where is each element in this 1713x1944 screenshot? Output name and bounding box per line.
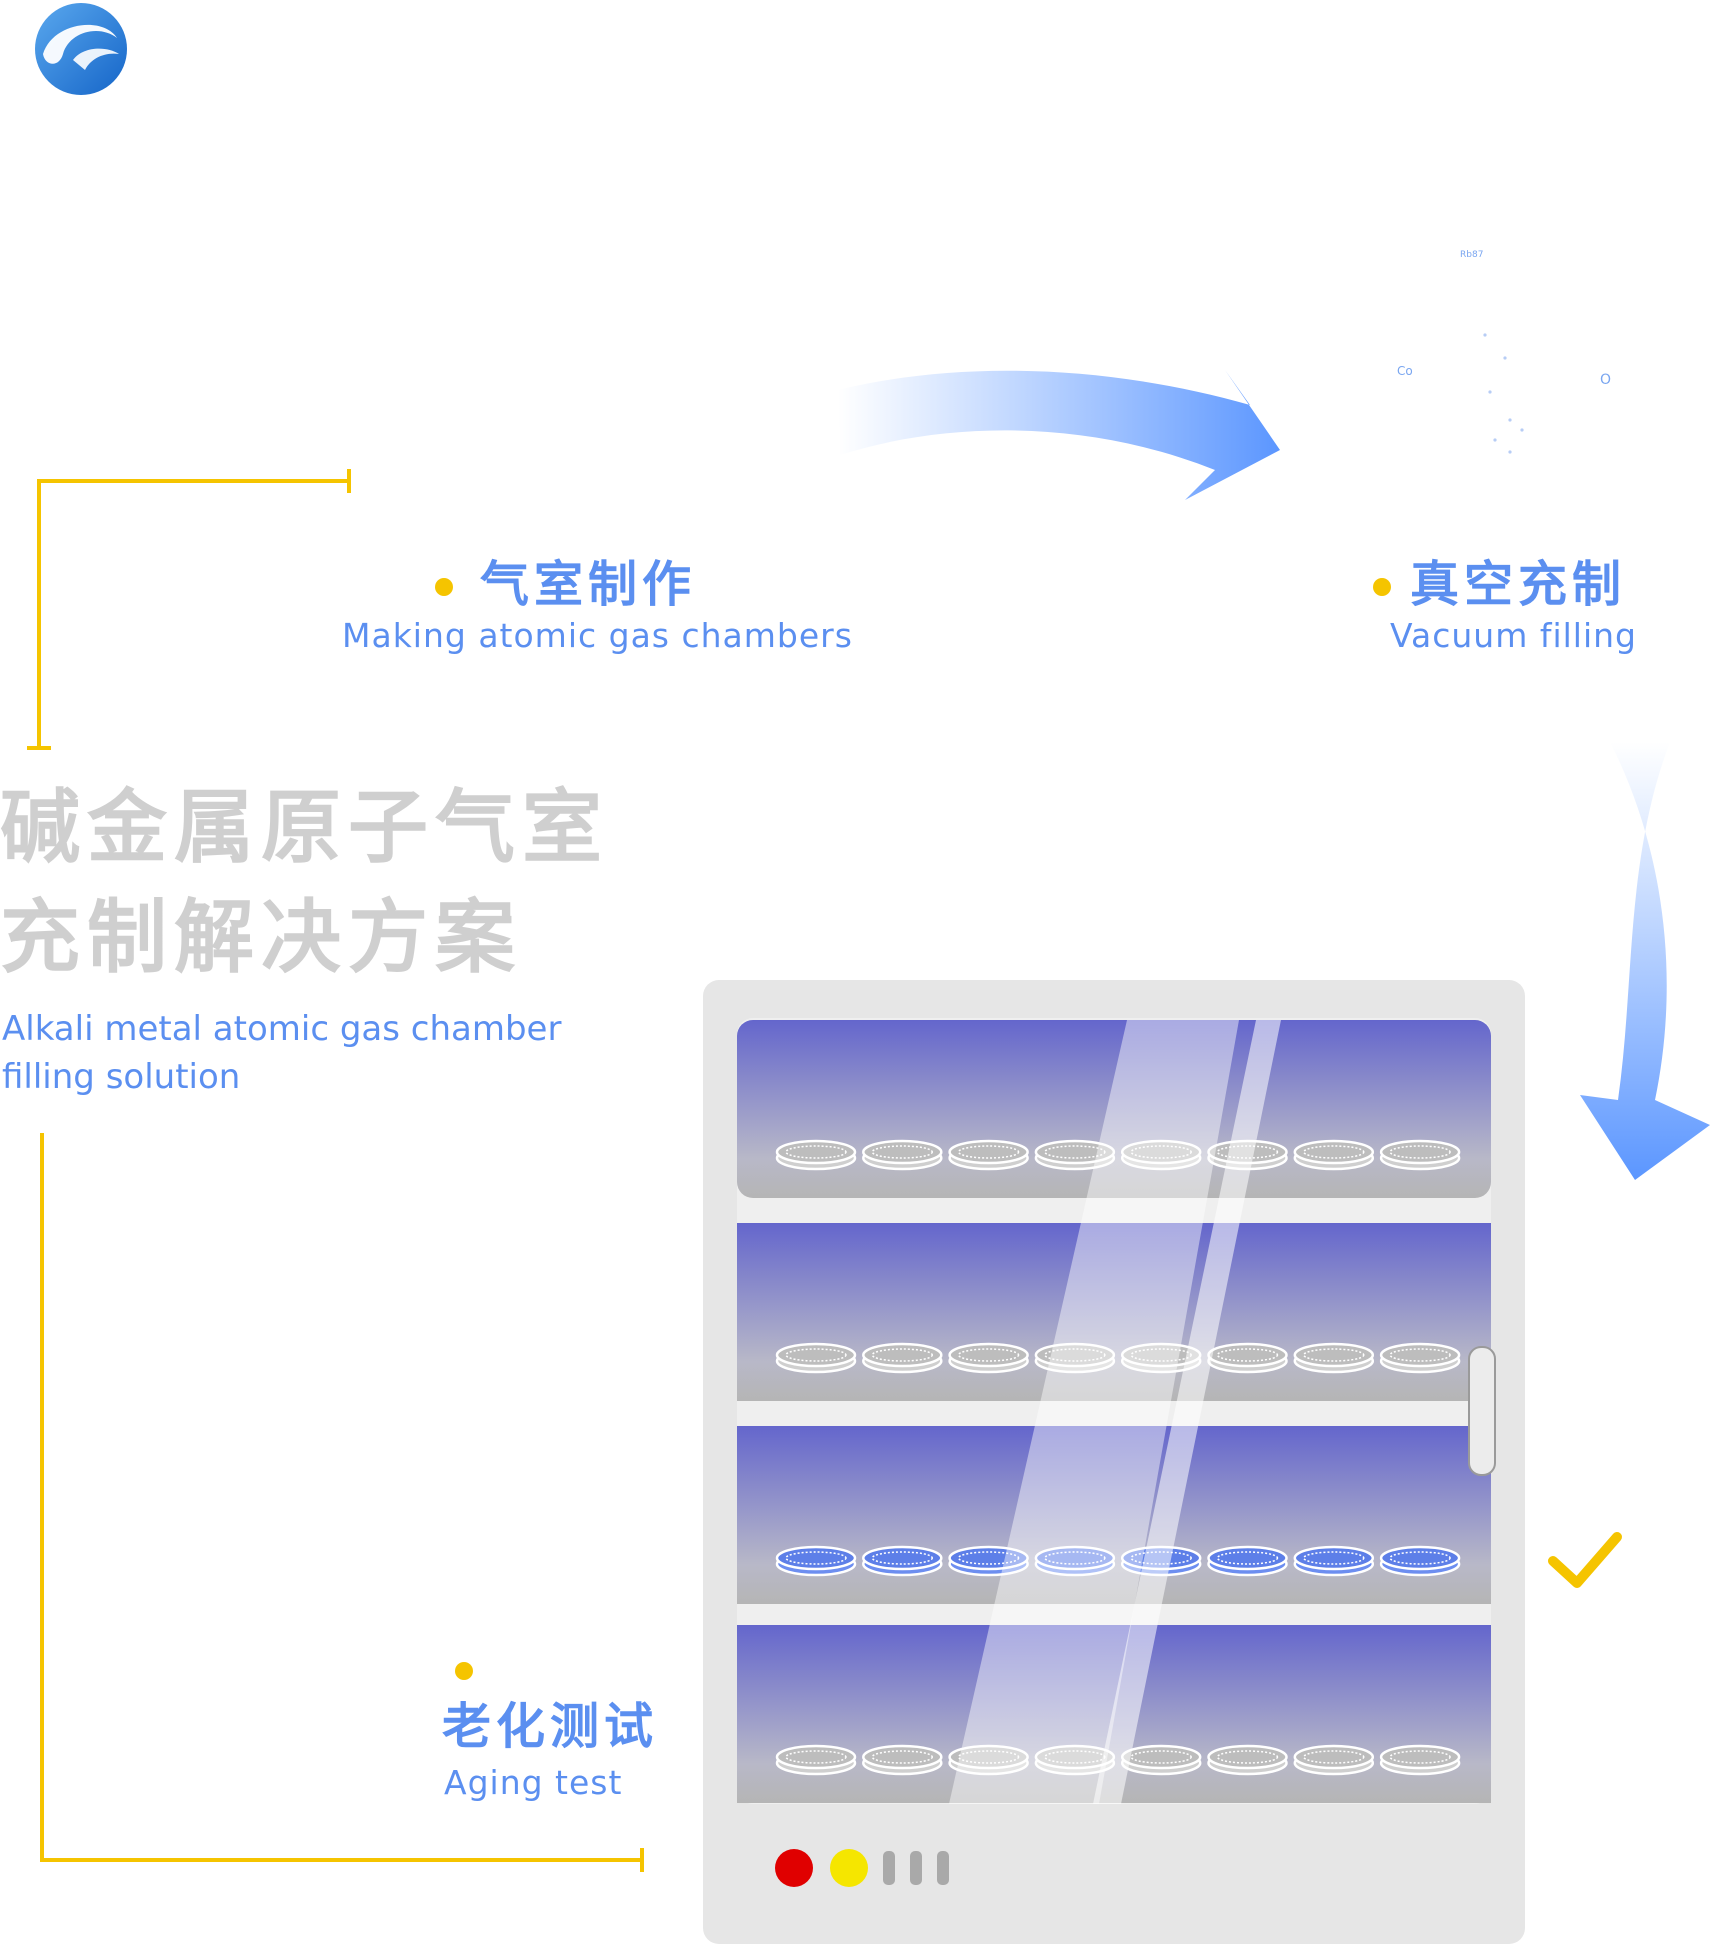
check-icon xyxy=(1548,1532,1622,1588)
gas-cell xyxy=(1207,1744,1288,1776)
gas-cell xyxy=(1207,1342,1288,1374)
page-subtitle-line2: filling solution xyxy=(2,1057,241,1097)
gas-cell xyxy=(1120,1139,1202,1171)
gas-cell xyxy=(948,1342,1029,1374)
gas-cell xyxy=(1293,1139,1375,1171)
gas-cell xyxy=(1379,1139,1461,1171)
gas-cell xyxy=(775,1744,857,1776)
step-making-en: Making atomic gas chambers xyxy=(342,616,853,655)
gas-cell xyxy=(1120,1342,1202,1374)
gas-cell xyxy=(775,1139,857,1171)
step-marker-vacuum xyxy=(1373,578,1391,596)
gas-cell xyxy=(1207,1545,1288,1577)
step-aging-cn: 老化测试 xyxy=(442,1698,659,1755)
gas-cell xyxy=(862,1545,943,1577)
swirl-logo-icon xyxy=(35,3,127,95)
gas-cell xyxy=(775,1545,857,1577)
vacuum-diagram: Rb87 Co O xyxy=(1360,220,1660,480)
step-vacuum-en: Vacuum filling xyxy=(1390,616,1637,655)
co-label: Co xyxy=(1397,364,1413,378)
gas-cell xyxy=(862,1139,943,1171)
gas-cell xyxy=(1293,1744,1375,1776)
gas-cell xyxy=(1034,1342,1116,1374)
gas-cell xyxy=(1293,1342,1375,1374)
step-marker-aging xyxy=(455,1662,473,1680)
step-marker-making xyxy=(435,578,453,596)
step-aging-en: Aging test xyxy=(444,1763,623,1802)
gas-cell xyxy=(948,1139,1029,1171)
indicator-light xyxy=(830,1849,868,1887)
step-vacuum-cn: 真空充制 xyxy=(1410,556,1627,613)
gas-cell xyxy=(1379,1545,1461,1577)
gas-cell xyxy=(1293,1545,1375,1577)
vent-slot xyxy=(937,1851,949,1885)
gas-cell xyxy=(862,1342,943,1374)
step-making-cn: 气室制作 xyxy=(480,556,697,613)
rb-label: Rb87 xyxy=(1460,250,1484,260)
gas-cell xyxy=(1034,1545,1116,1577)
o-label: O xyxy=(1600,372,1612,388)
gas-cell xyxy=(948,1545,1029,1577)
page-title-line2: 充制解决方案 xyxy=(0,891,522,984)
oven-shelf xyxy=(737,1223,1491,1401)
page-subtitle-line1: Alkali metal atomic gas chamber xyxy=(2,1009,562,1049)
gas-cell xyxy=(862,1744,943,1776)
gas-cell xyxy=(948,1744,1029,1776)
oven-shelf xyxy=(737,1426,1491,1604)
indicator-light xyxy=(775,1849,813,1887)
atom-particles xyxy=(1483,333,1524,454)
vent-slot xyxy=(910,1851,922,1885)
aging-oven xyxy=(703,980,1525,1944)
gas-cell xyxy=(775,1342,857,1374)
gas-cell xyxy=(1034,1139,1116,1171)
page-title-line1: 碱金属原子气室 xyxy=(0,781,609,874)
gas-cell xyxy=(1379,1744,1461,1776)
gas-cell xyxy=(1120,1744,1202,1776)
gas-cell xyxy=(1379,1342,1461,1374)
vent-slot xyxy=(883,1851,895,1885)
